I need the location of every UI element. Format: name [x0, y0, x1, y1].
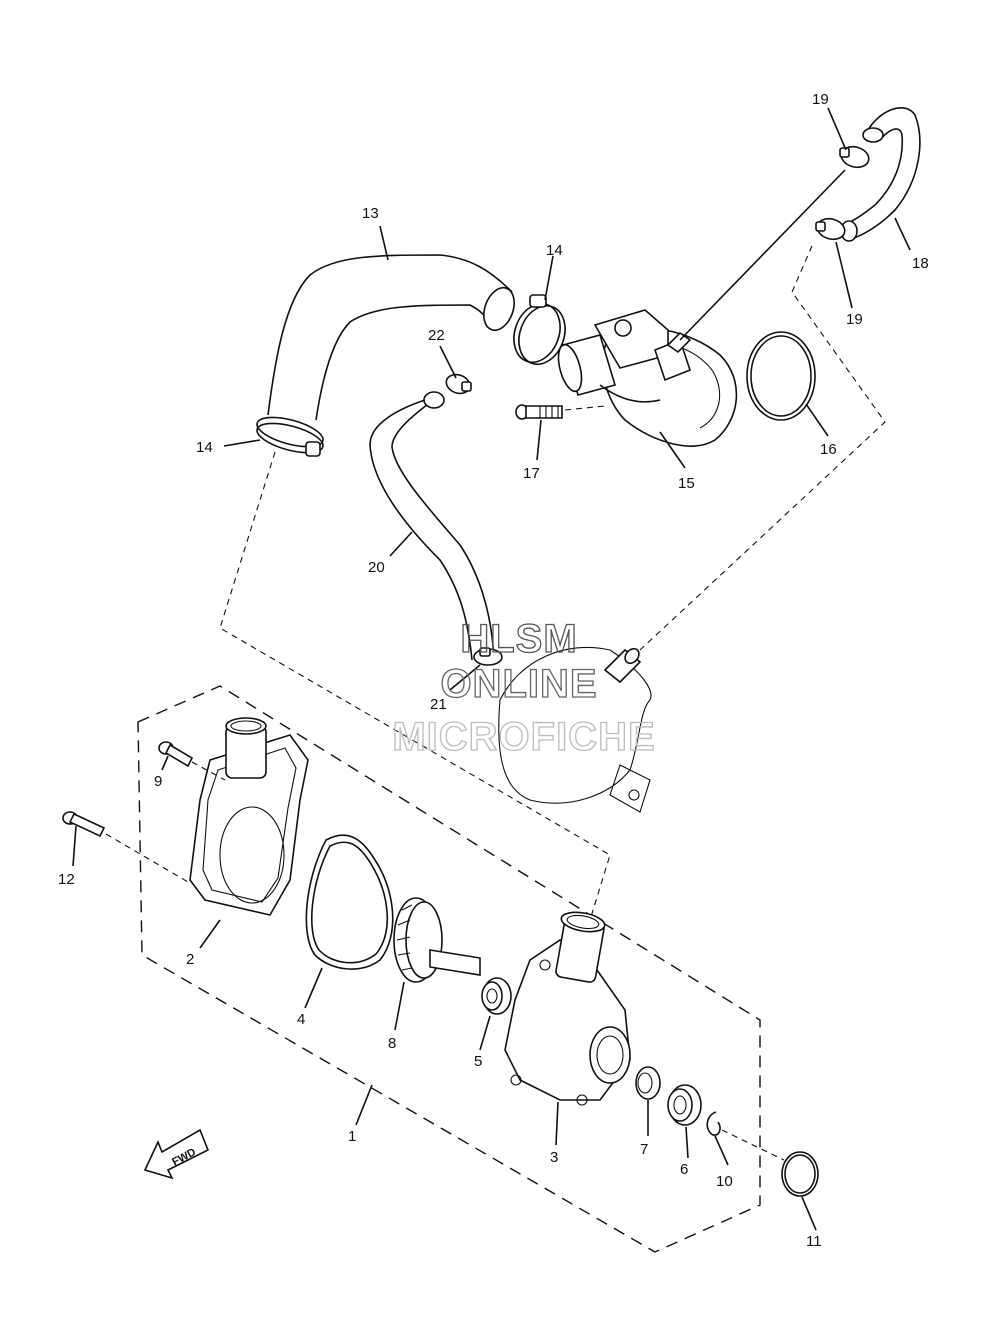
watermark-line-1: HLSM [460, 617, 577, 661]
part-label-15: 15 [678, 475, 695, 492]
hose-clamp-19-lower[interactable] [815, 216, 847, 243]
part-label-19-lower: 19 [846, 311, 863, 328]
part-label-14-right: 14 [546, 242, 563, 259]
part-label-6: 6 [680, 1161, 688, 1178]
bolt-12[interactable] [62, 811, 106, 838]
part-label-19-upper: 19 [812, 91, 829, 108]
part-label-1: 1 [348, 1128, 356, 1145]
bolt-17-leader [564, 405, 606, 411]
part-label-11: 11 [806, 1233, 822, 1250]
o-ring-16[interactable] [746, 331, 816, 421]
part-label-21: 21 [430, 696, 447, 713]
watermark: HLSM ONLINE MICROFICHE [392, 616, 656, 759]
hose-clamp-14-right[interactable] [506, 294, 573, 371]
routing-line-left [219, 451, 611, 921]
seal-7[interactable] [635, 1066, 661, 1100]
hose-clamp-21[interactable] [473, 647, 503, 666]
routing-line-upper [679, 169, 846, 341]
seal-5[interactable] [481, 977, 512, 1015]
part-label-7: 7 [640, 1141, 648, 1158]
part-label-16: 16 [820, 441, 837, 458]
hose-clamp-19-upper[interactable] [839, 144, 871, 171]
part-label-22: 22 [428, 327, 445, 344]
hose-13[interactable] [267, 254, 520, 421]
pump-housing-3[interactable] [504, 909, 631, 1106]
hose-clamp-22[interactable] [444, 371, 473, 396]
bolt-12-leader [105, 833, 189, 883]
shaft-axis-line [721, 1129, 785, 1161]
hose-18[interactable] [840, 106, 921, 242]
circlip-10[interactable] [706, 1111, 721, 1136]
hose-20[interactable] [369, 391, 495, 661]
impeller-8[interactable] [393, 897, 481, 983]
part-label-13: 13 [362, 205, 379, 222]
part-label-2: 2 [186, 951, 194, 968]
watermark-line-2: ONLINE [440, 662, 597, 706]
o-ring-11[interactable] [781, 1151, 819, 1197]
bolt-17[interactable] [515, 404, 563, 420]
fwd-arrow: FWD [143, 1128, 210, 1180]
leader-lines [72, 107, 911, 1231]
pump-cover-2[interactable] [189, 717, 309, 916]
assembly-boundary [137, 685, 761, 1253]
part-label-3: 3 [550, 1149, 558, 1166]
part-label-18: 18 [912, 255, 929, 272]
part-label-10: 10 [716, 1173, 733, 1190]
part-label-20: 20 [368, 559, 385, 576]
bearing-6[interactable] [667, 1084, 702, 1126]
routing-line-right [639, 245, 886, 651]
engine-cover-outline [498, 646, 652, 813]
hose-clamp-14-left[interactable] [254, 412, 326, 459]
part-label-14-left: 14 [196, 439, 213, 456]
part-label-9: 9 [154, 773, 162, 790]
part-label-4: 4 [297, 1011, 305, 1028]
part-label-5: 5 [474, 1053, 482, 1070]
part-number-labels: 19 18 19 13 14 22 16 15 17 14 20 21 9 12… [58, 91, 929, 1250]
part-label-17: 17 [523, 465, 540, 482]
thermostat-housing-15[interactable] [554, 309, 738, 447]
gasket-4[interactable] [305, 834, 394, 970]
watermark-line-3: MICROFICHE [392, 715, 655, 759]
part-label-8: 8 [388, 1035, 396, 1052]
bolt-9[interactable] [158, 741, 194, 768]
part-label-12: 12 [58, 871, 75, 888]
